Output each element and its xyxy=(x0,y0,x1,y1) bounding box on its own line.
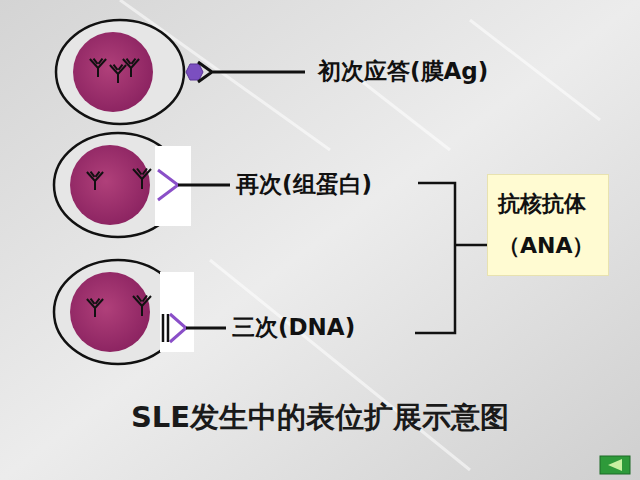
response-label: 初次应答(膜Ag) xyxy=(318,58,488,86)
cell xyxy=(54,260,194,364)
node-text: 抗核抗体 （ANA） xyxy=(498,183,598,267)
diagram-title: SLE发生中的表位扩展示意图 xyxy=(131,398,509,438)
antibody xyxy=(90,59,106,77)
ana-box: 抗核抗体 （ANA） xyxy=(487,174,609,276)
cell-membrane xyxy=(56,20,184,124)
antibody xyxy=(87,172,103,190)
antibody xyxy=(123,59,139,77)
receptor-arms xyxy=(170,314,186,342)
cell xyxy=(54,133,191,237)
bracket xyxy=(415,183,487,333)
leader-line xyxy=(178,184,230,187)
response-label: 再次(组蛋白) xyxy=(236,171,372,199)
antibody xyxy=(133,296,151,317)
antigen-hexagon xyxy=(186,64,203,80)
dna-bars xyxy=(163,314,168,342)
leader-line xyxy=(198,62,305,82)
streaks xyxy=(120,0,600,470)
receptor xyxy=(158,170,230,200)
cell xyxy=(56,20,184,124)
nav-button xyxy=(600,456,630,474)
receptor xyxy=(163,314,226,342)
response-label: 三次(DNA) xyxy=(232,314,355,342)
antibody xyxy=(133,169,151,190)
antibody xyxy=(87,299,103,317)
nucleus xyxy=(70,145,150,225)
antibody xyxy=(110,65,126,83)
white-patch xyxy=(160,272,194,352)
leader-line xyxy=(186,327,226,330)
receptor-arms xyxy=(158,170,178,200)
nucleus xyxy=(70,272,150,352)
nucleus xyxy=(73,32,153,112)
nav-arrow xyxy=(608,459,622,471)
receptor xyxy=(186,62,305,82)
